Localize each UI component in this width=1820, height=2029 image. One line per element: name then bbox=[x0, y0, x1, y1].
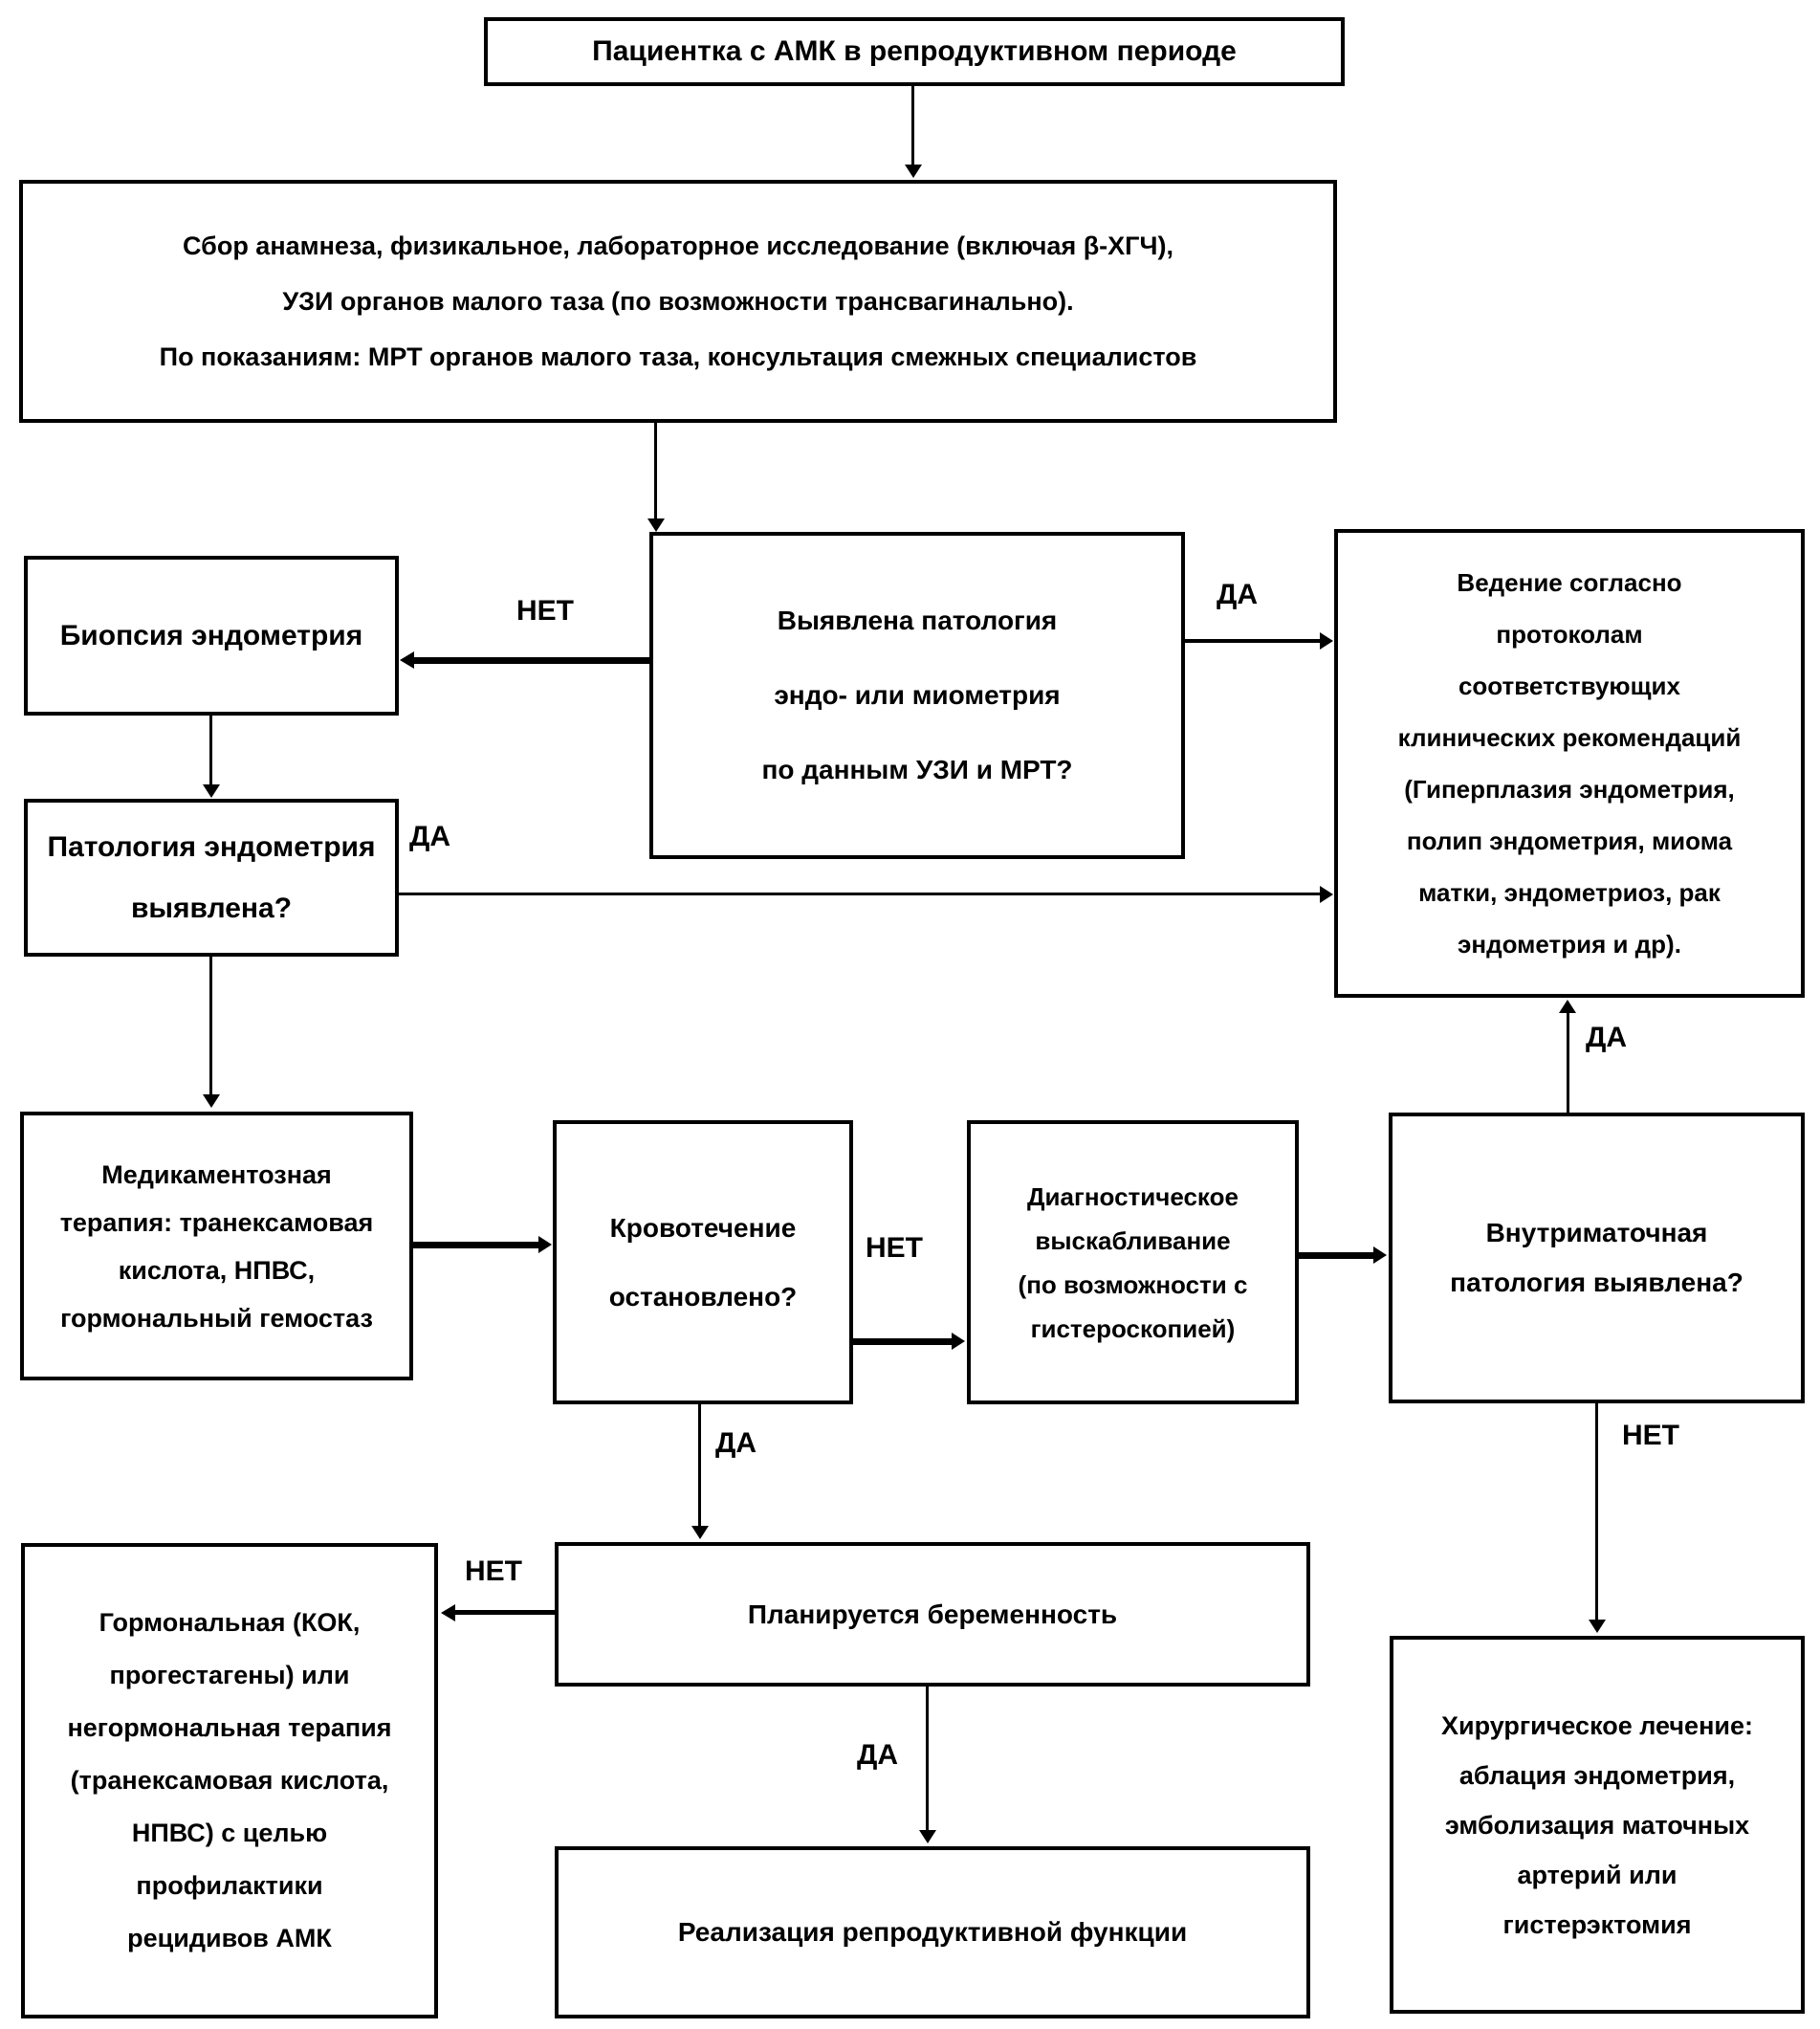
arrowhead-right-icon bbox=[1373, 1246, 1387, 1264]
edge-label-yes-bleeding-planning: ДА bbox=[715, 1427, 757, 1459]
edge-label-yes-decision-protocol: ДА bbox=[1217, 579, 1259, 610]
connector-workup-decision bbox=[654, 423, 657, 518]
arrowhead-left-icon bbox=[400, 651, 414, 669]
node-medication-therapy: Медикаментозная терапия: транексамовая к… bbox=[20, 1112, 413, 1380]
node-surgical-treatment: Хирургическое лечение: аблация эндометри… bbox=[1390, 1636, 1805, 2014]
arrowhead-down-icon bbox=[919, 1830, 936, 1843]
edge-label-no-planning-hormonal: НЕТ bbox=[465, 1555, 522, 1587]
node-intrauterine-pathology-found: Внутриматочная патология выявлена? bbox=[1389, 1113, 1805, 1403]
edge-label-no-decision-biopsy: НЕТ bbox=[516, 595, 574, 627]
connector-curettage-intrauterine bbox=[1299, 1252, 1374, 1259]
arrowhead-right-icon bbox=[1320, 632, 1333, 650]
node-reproductive-function: Реализация репродуктивной функции bbox=[555, 1846, 1310, 2018]
connector-intrauterine-protocol bbox=[1567, 1012, 1569, 1113]
connector-pathology-medication bbox=[209, 957, 212, 1096]
arrowhead-down-icon bbox=[647, 518, 665, 532]
node-protocol-management: Ведение согласно протоколам соответствую… bbox=[1334, 529, 1805, 998]
connector-biopsy-pathology bbox=[209, 716, 212, 786]
connector-bleeding-curettage bbox=[853, 1338, 953, 1345]
arrowhead-down-icon bbox=[691, 1526, 709, 1539]
arrowhead-left-icon bbox=[441, 1604, 455, 1621]
node-workup: Сбор анамнеза, физикальное, лабораторное… bbox=[19, 180, 1337, 423]
node-diagnostic-curettage: Диагностическое выскабливание (по возмож… bbox=[967, 1120, 1299, 1404]
connector-decision-biopsy bbox=[413, 657, 649, 664]
connector-intrauterine-surgical bbox=[1595, 1403, 1598, 1621]
edge-label-no-bleeding-curettage: НЕТ bbox=[866, 1232, 923, 1264]
connector-title-workup bbox=[911, 86, 914, 166]
connector-bleeding-planning bbox=[698, 1404, 701, 1528]
arrowhead-right-icon bbox=[538, 1236, 552, 1253]
connector-planning-realization bbox=[926, 1687, 929, 1832]
node-hormonal-therapy: Гормональная (КОК, прогестагены) или нег… bbox=[21, 1543, 438, 2018]
edge-label-yes-planning-realization: ДА bbox=[857, 1739, 899, 1771]
node-pregnancy-planned: Планируется беременность bbox=[555, 1542, 1310, 1687]
node-endometrial-pathology-found: Патология эндометрия выявлена? bbox=[24, 799, 399, 957]
edge-label-no-intrauterine-surgical: НЕТ bbox=[1622, 1420, 1679, 1451]
connector-pathology-protocol bbox=[399, 893, 1321, 895]
connector-decision-protocol bbox=[1185, 639, 1321, 643]
node-decision-ultrasound-mri: Выявлена патология эндо- или миометрия п… bbox=[649, 532, 1185, 859]
connector-medication-bleeding bbox=[413, 1242, 539, 1248]
node-patient-title: Пациентка с АМК в репродуктивном периоде bbox=[484, 17, 1345, 86]
arrowhead-right-icon bbox=[1320, 886, 1333, 903]
arrowhead-down-icon bbox=[203, 784, 220, 798]
node-endometrial-biopsy: Биопсия эндометрия bbox=[24, 556, 399, 716]
arrowhead-right-icon bbox=[952, 1333, 965, 1350]
arrowhead-down-icon bbox=[203, 1094, 220, 1108]
edge-label-yes-intrauterine-protocol: ДА bbox=[1586, 1022, 1628, 1053]
connector-planning-hormonal bbox=[455, 1610, 555, 1615]
node-bleeding-stopped: Кровотечение остановлено? bbox=[553, 1120, 853, 1404]
edge-label-yes-pathology-protocol: ДА bbox=[409, 821, 451, 852]
arrowhead-down-icon bbox=[905, 165, 922, 178]
arrowhead-down-icon bbox=[1589, 1620, 1606, 1633]
arrowhead-up-icon bbox=[1559, 1000, 1576, 1013]
